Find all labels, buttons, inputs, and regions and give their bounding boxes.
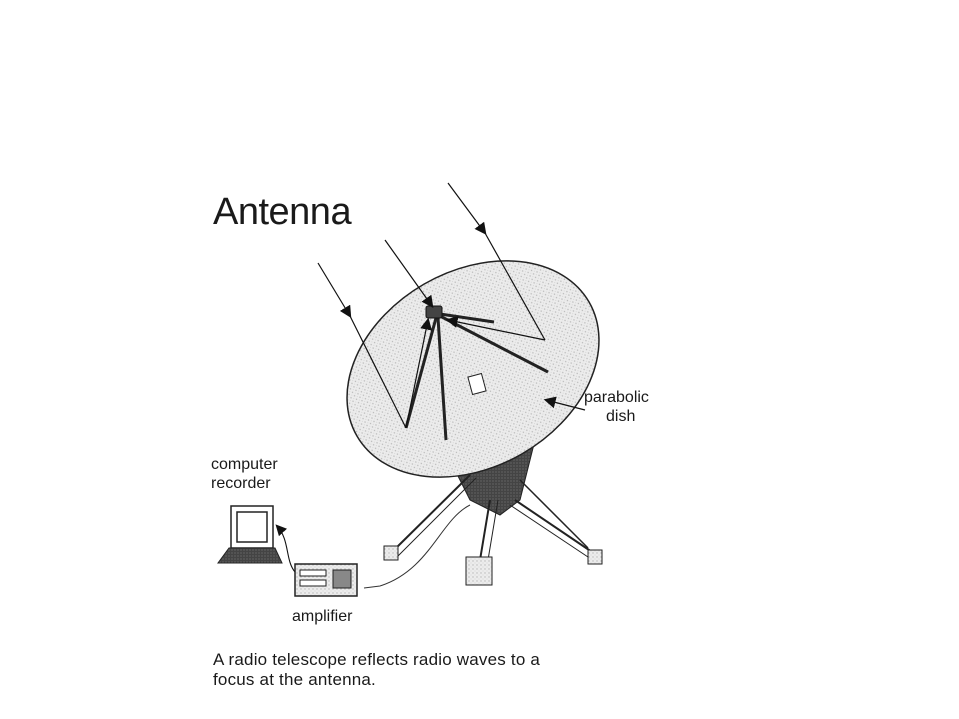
dish-mount: [383, 439, 603, 586]
computer-icon: [217, 505, 283, 564]
foot-center: [465, 556, 493, 586]
feed-antenna: [425, 305, 443, 319]
signal-arrow: [275, 524, 296, 573]
parabolic-dish: [346, 260, 600, 478]
dish-label-line-1: parabolic: [584, 389, 649, 406]
computer-label-line-2: recorder: [211, 474, 271, 492]
radio-wave-rays: [317, 182, 546, 429]
parabolic-dish-label: parabolic dish: [584, 389, 649, 427]
foot-right: [587, 549, 603, 565]
caption-line-2: focus at the antenna.: [213, 670, 376, 690]
computer-recorder-label: computer recorder: [211, 456, 278, 494]
dish-label-line-2: dish: [606, 407, 636, 425]
caption-line-1: A radio telescope reflects radio waves t…: [213, 650, 541, 669]
dish-pointer: [543, 396, 586, 411]
diagram-title: Antenna: [213, 191, 352, 233]
amplifier-label: amplifier: [292, 608, 353, 625]
computer-label-line-1: computer: [211, 456, 278, 473]
diagram-caption: A radio telescope reflects radio waves t…: [213, 650, 540, 690]
amplifier-icon: [294, 563, 358, 597]
dish-center-cylinder: [467, 372, 487, 396]
foot-left: [383, 545, 399, 561]
cable: [363, 504, 471, 589]
